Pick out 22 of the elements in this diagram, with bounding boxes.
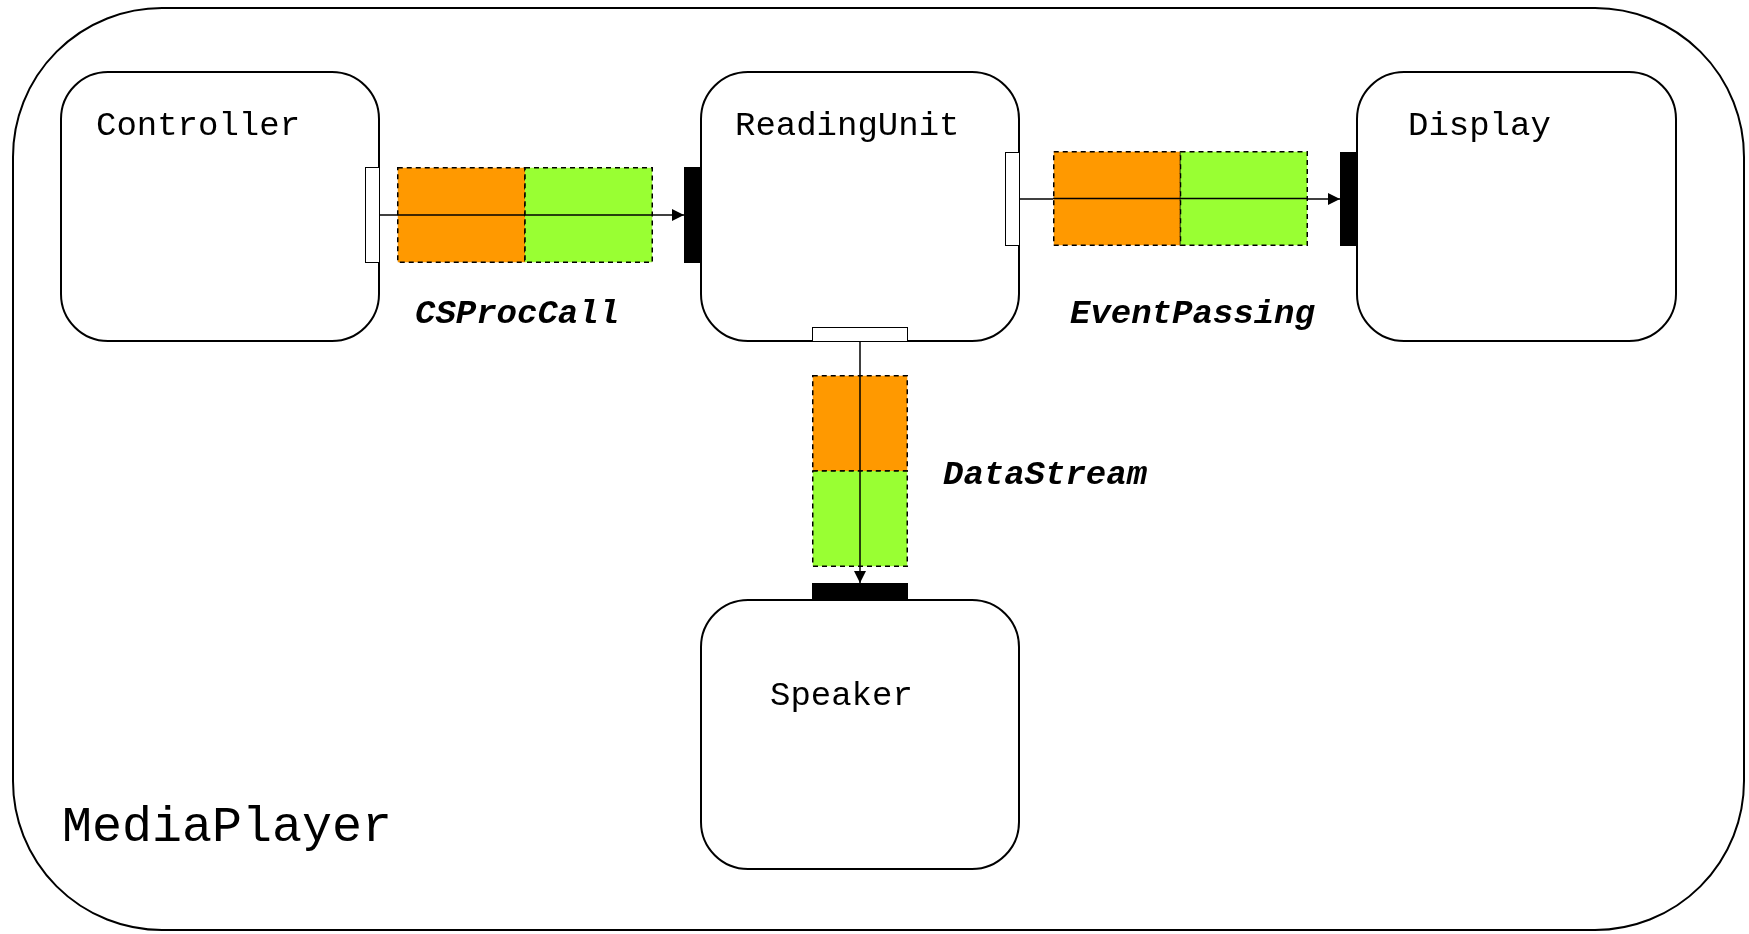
component-box (700, 599, 1020, 870)
arrow (1307, 193, 1341, 205)
port-bar (812, 327, 908, 342)
container-label: MediaPlayer (62, 799, 393, 856)
component-label: Controller (96, 107, 301, 145)
port-bar (1340, 152, 1356, 246)
component-box (700, 71, 1020, 342)
connector-label: CSProcCall (415, 295, 620, 333)
component-box (60, 71, 380, 342)
container-box (12, 7, 1745, 931)
component-label: ReadingUnit (735, 107, 960, 145)
port-bar (1005, 152, 1020, 246)
port-bar (812, 583, 908, 599)
component-label: Speaker (770, 677, 913, 715)
connector-label: EventPassing (1070, 295, 1315, 333)
port-bar (365, 167, 380, 263)
arrow (652, 209, 685, 221)
component-box (1356, 71, 1677, 342)
connector-label: DataStream (943, 456, 1148, 494)
port-bar (684, 167, 700, 263)
arrow (854, 566, 866, 584)
component-label: Display (1408, 107, 1551, 145)
